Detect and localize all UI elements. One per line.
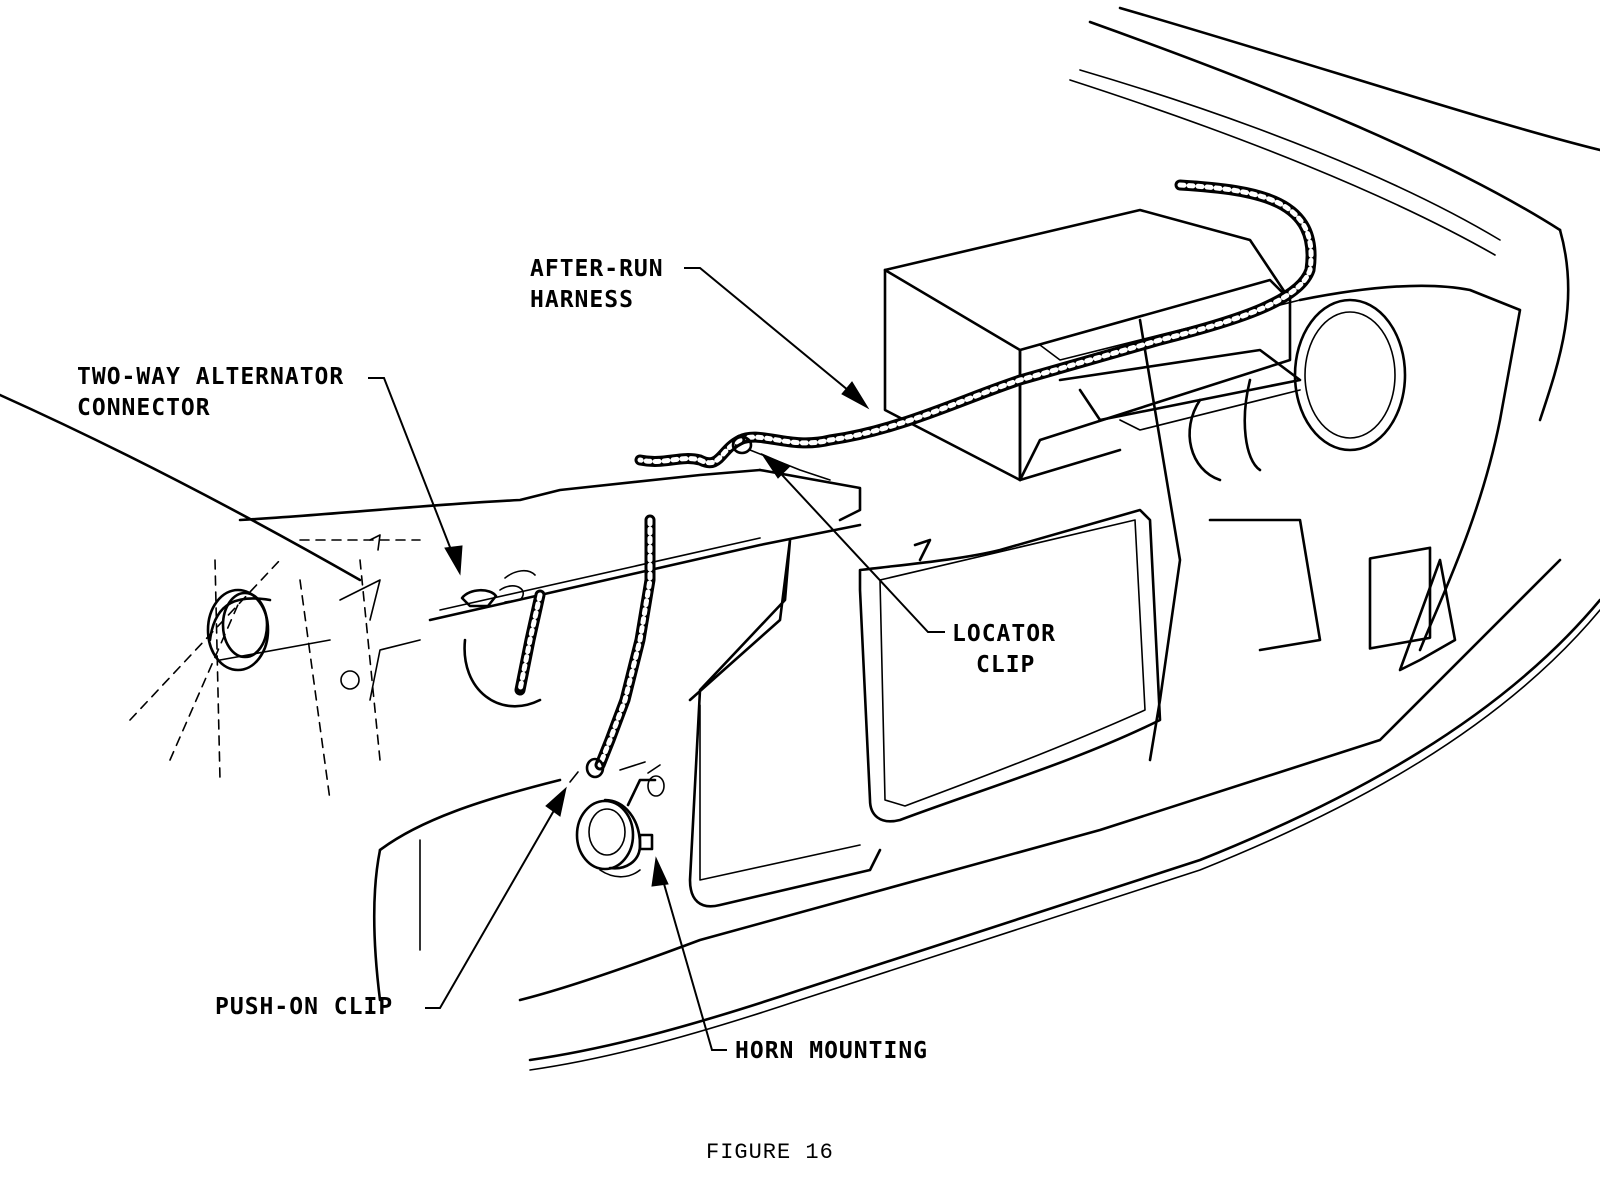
label-after-run-line1: AFTER-RUN bbox=[530, 256, 664, 282]
label-after-run-line2: HARNESS bbox=[530, 287, 634, 313]
label-locator-line1: LOCATOR bbox=[952, 621, 1056, 647]
callout-leaders bbox=[368, 267, 945, 1051]
headlamp-housing bbox=[1188, 298, 1407, 482]
label-two-way-alternator-connector: TWO-WAY ALTERNATOR CONNECTOR bbox=[77, 364, 344, 421]
lower-valance bbox=[372, 558, 1600, 1071]
label-push-on-clip: PUSH-ON CLIP bbox=[215, 994, 393, 1020]
push-on-clip-part bbox=[569, 757, 605, 783]
radiator-support bbox=[238, 284, 1522, 762]
after-run-harness-wire bbox=[463, 179, 1317, 771]
label-horn-mounting: HORN MOUNTING bbox=[735, 1038, 928, 1064]
engine-front bbox=[0, 393, 421, 801]
battery-box bbox=[883, 208, 1302, 482]
horn bbox=[575, 761, 665, 878]
hood-outline bbox=[1069, 6, 1600, 422]
grille-opening-left bbox=[688, 538, 882, 908]
label-alternator-line2: CONNECTOR bbox=[77, 395, 211, 421]
two-way-alternator-connector bbox=[460, 569, 536, 608]
label-locator-clip: LOCATOR CLIP bbox=[952, 621, 1056, 678]
grille-opening-right bbox=[858, 508, 1162, 823]
label-after-run-harness: AFTER-RUN HARNESS bbox=[530, 256, 664, 313]
label-locator-line2: CLIP bbox=[976, 652, 1035, 678]
figure-caption: FIGURE 16 bbox=[706, 1140, 834, 1165]
label-alternator-line1: TWO-WAY ALTERNATOR bbox=[77, 364, 344, 390]
